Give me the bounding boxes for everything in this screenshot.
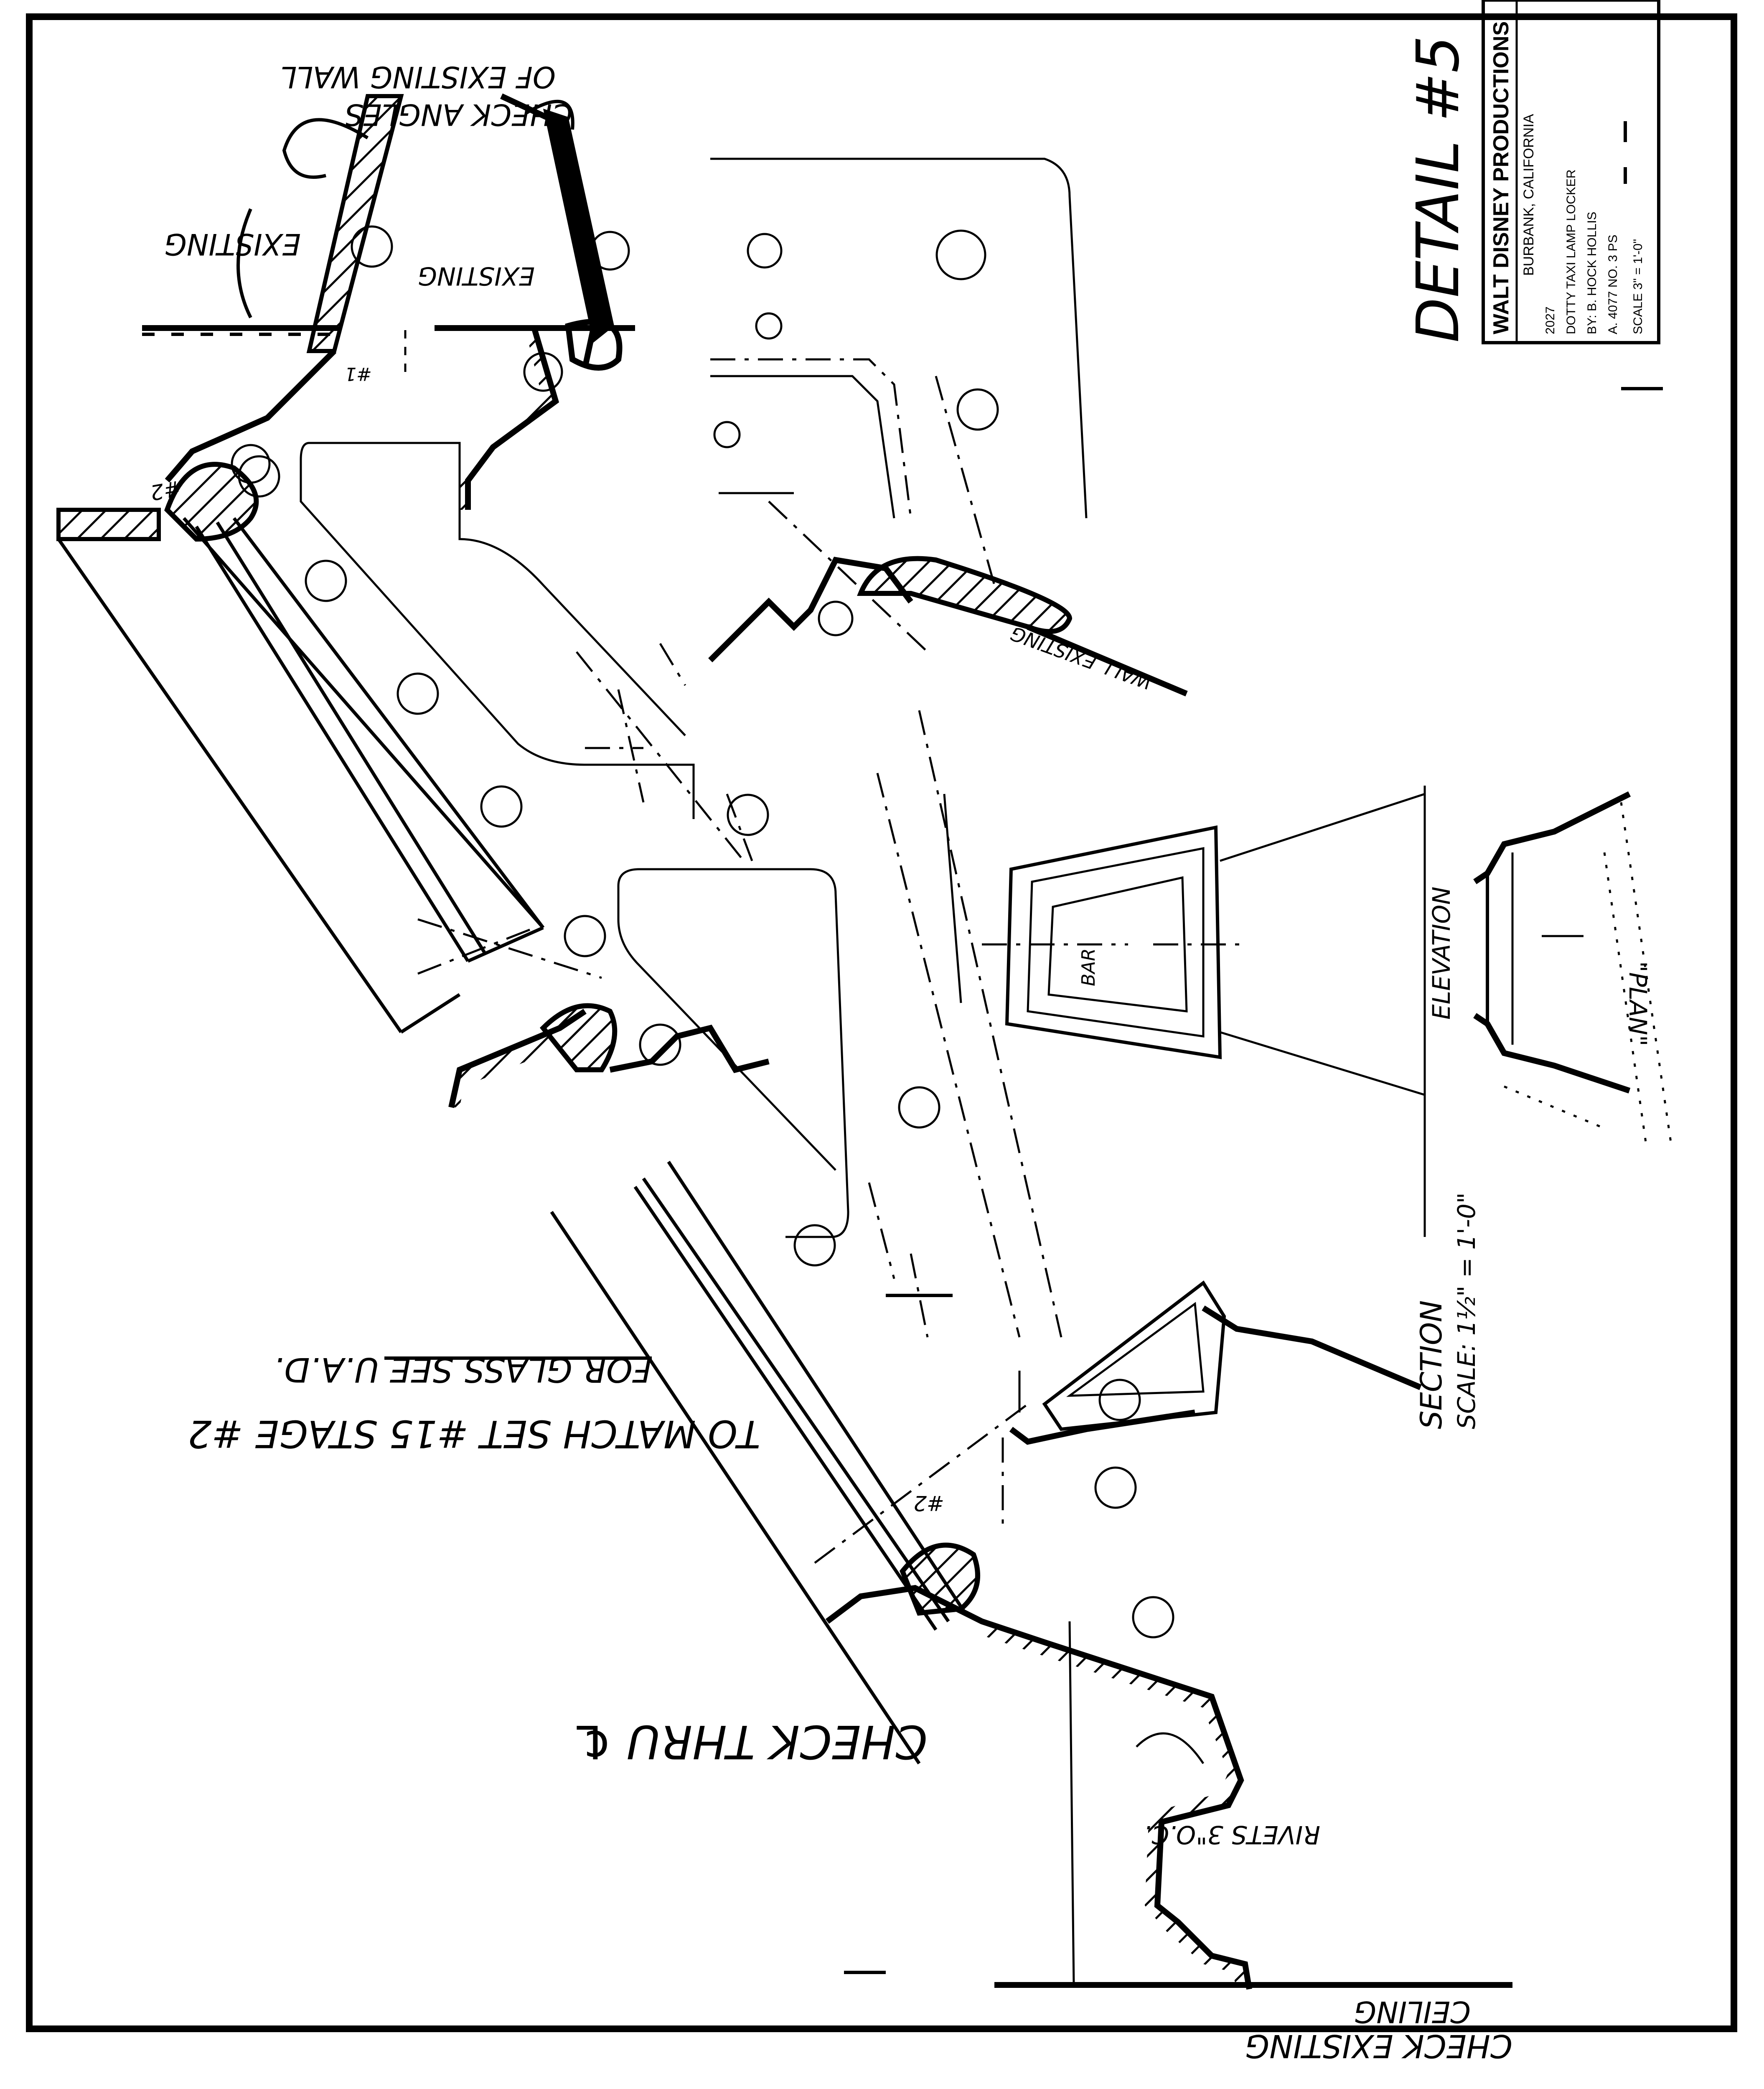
- note-wall-existing: WALL EXISTING: [1007, 622, 1155, 694]
- note-for-glass: FOR GLASS SEE U.A.D.: [274, 1350, 652, 1389]
- note-ceiling: CEILING: [1354, 1995, 1471, 2029]
- note-existing-wall: OF EXISTING WALL: [280, 60, 556, 94]
- note-check-thru: CHECK THRU ℄: [571, 1715, 928, 1768]
- job-number: 2027: [1543, 306, 1557, 334]
- label-elevation: ELEVATION: [1427, 887, 1456, 1020]
- detail-title: DETAIL #5: [1404, 36, 1472, 343]
- center-plate-outline: [238, 158, 1174, 1639]
- label-plan: "PLAN": [1624, 961, 1652, 1046]
- note-to-match: TO MATCH SET #15 STAGE #2: [188, 1412, 760, 1455]
- section-detail: [982, 786, 1672, 1529]
- note-check-angles: CHECK ANGLES: [345, 97, 572, 132]
- label-bar: BAR: [1078, 948, 1099, 986]
- top-wall-section: [142, 93, 635, 510]
- note-existing-right: EXISTING: [417, 261, 535, 290]
- callout-2: #2: [148, 476, 183, 505]
- sheet-border: [26, 13, 1737, 2032]
- callout-2b: #2: [913, 1491, 944, 1515]
- drawing-description: DOTTY TAXI LAMP LOCKER: [1564, 169, 1578, 334]
- lower-profile: [550, 1160, 1512, 1990]
- callout-1: #1: [345, 363, 372, 384]
- studio-location: BURBANK, CALIFORNIA: [1521, 114, 1537, 276]
- middle-molding: [708, 501, 1188, 697]
- revision-line: A. 4077 NO. 3 PS: [1606, 235, 1620, 334]
- drawn-by: BY: B. HOCK HOLLIS: [1585, 212, 1599, 334]
- note-check-existing: CHECK EXISTING: [1245, 2028, 1512, 2065]
- label-section-scale: SCALE: 1½" = 1'-0": [1452, 1192, 1481, 1429]
- note-existing-left: EXISTING: [164, 227, 301, 261]
- lower-molding: [448, 1003, 770, 1108]
- scale-line: SCALE 3" = 1'-0": [1631, 239, 1645, 334]
- label-section: SECTION: [1414, 1300, 1449, 1429]
- note-rivets: RIVETS 3"O.C.: [1144, 1820, 1320, 1849]
- studio-name: WALT DISNEY PRODUCTIONS: [1489, 21, 1513, 334]
- title-block: DETAIL #5 WALT DISNEY PRODUCTIONS BURBAN…: [1404, 0, 1660, 344]
- diagonal-panel: [56, 462, 602, 1034]
